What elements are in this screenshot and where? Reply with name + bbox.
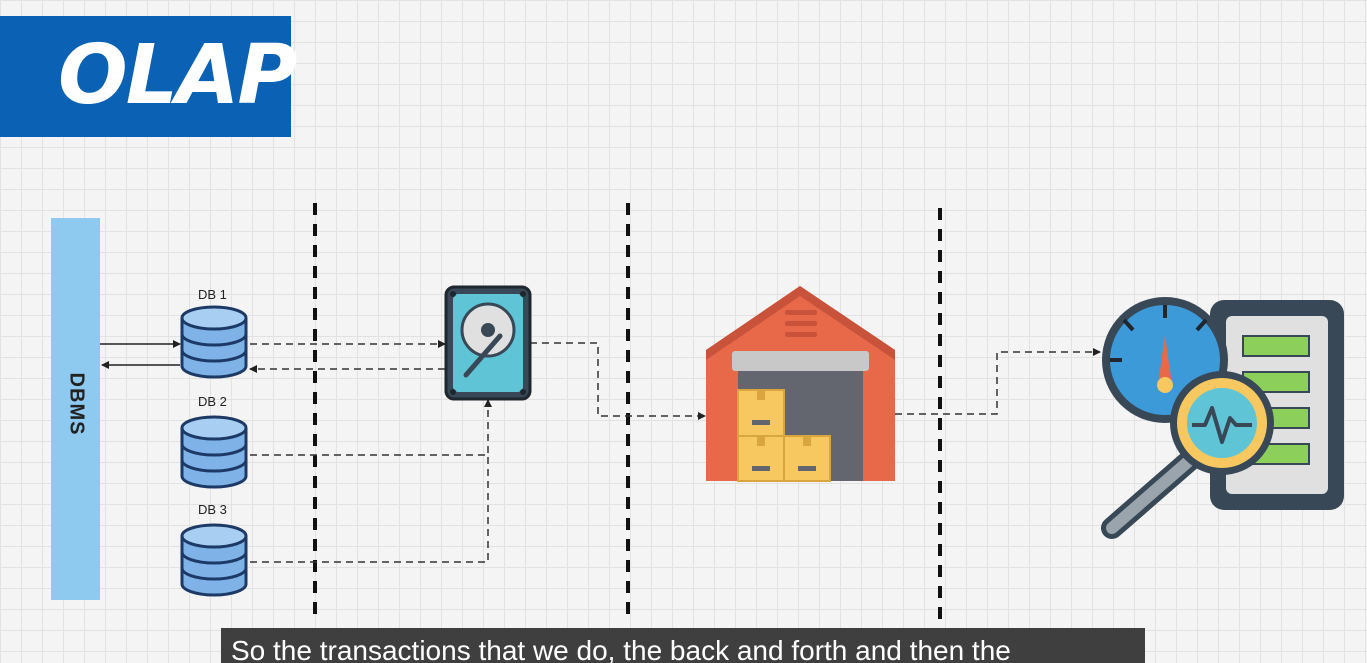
dbms-connectors (100, 340, 181, 369)
db3-to-storage-connector (250, 455, 489, 563)
db-label-2: DB 2 (198, 394, 227, 409)
analytics-dashboard-icon (1101, 297, 1344, 539)
database-icon-2 (180, 415, 248, 489)
warehouse-to-analytics-arrow (895, 348, 1101, 415)
warehouse-icon (706, 286, 895, 482)
flow-connectors (249, 340, 1101, 563)
title-banner: OLAP (0, 16, 298, 137)
caption-text: So the transactions that we do, the back… (231, 635, 1011, 663)
database-icon-3 (180, 523, 248, 597)
caption-bar: So the transactions that we do, the back… (221, 628, 1145, 663)
dbms-bar (51, 218, 100, 600)
db2-to-storage-connector (250, 399, 492, 456)
page-title: OLAP (58, 28, 298, 123)
db-label-3: DB 3 (198, 502, 227, 517)
db-label-1: DB 1 (198, 287, 227, 302)
storage-to-warehouse-arrow (530, 342, 706, 420)
database-icon-1 (180, 305, 248, 379)
hard-disk-icon (444, 285, 532, 401)
stage-dividers (313, 203, 942, 620)
